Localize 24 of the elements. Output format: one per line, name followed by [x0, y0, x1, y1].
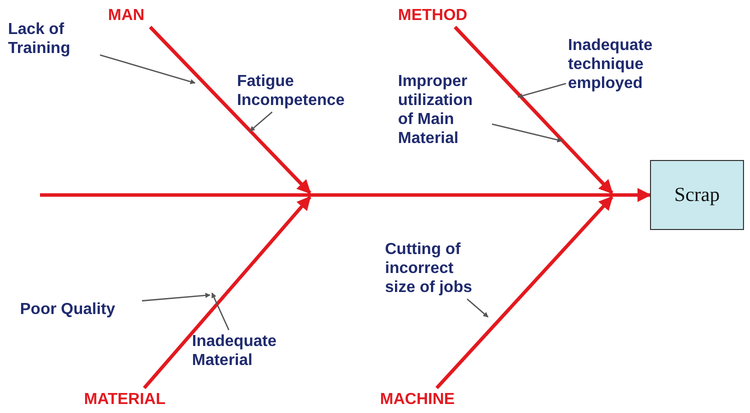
- cause-label: Inadequate Material: [192, 332, 288, 370]
- bone-arrow: [142, 196, 312, 390]
- cause-label: Poor Quality: [20, 300, 140, 319]
- category-label: MAN: [108, 6, 170, 25]
- leader-arrow: [100, 54, 196, 84]
- leader-arrow: [466, 298, 488, 318]
- category-label: MACHINE: [380, 390, 472, 409]
- bone-arrow: [435, 196, 614, 390]
- category-label: METHOD: [398, 6, 490, 25]
- bone-arrow: [148, 26, 312, 194]
- leader-arrow: [211, 292, 230, 330]
- leader-arrow: [492, 123, 562, 142]
- leader-arrow: [518, 82, 566, 98]
- cause-label: Lack of Training: [8, 20, 98, 58]
- effect-box: Scrap: [650, 160, 744, 230]
- cause-label: Inadequate technique employed: [568, 36, 678, 93]
- spine-arrow: [40, 188, 652, 202]
- bone-arrow: [454, 26, 614, 194]
- leader-arrow: [250, 112, 273, 132]
- leader-arrow: [142, 292, 211, 302]
- cause-label: Fatigue Incompetence: [237, 72, 355, 110]
- cause-label: Cutting of incorrect size of jobs: [385, 240, 480, 297]
- cause-label: Improper utilization of Main Material: [398, 72, 490, 148]
- category-label: MATERIAL: [84, 390, 184, 409]
